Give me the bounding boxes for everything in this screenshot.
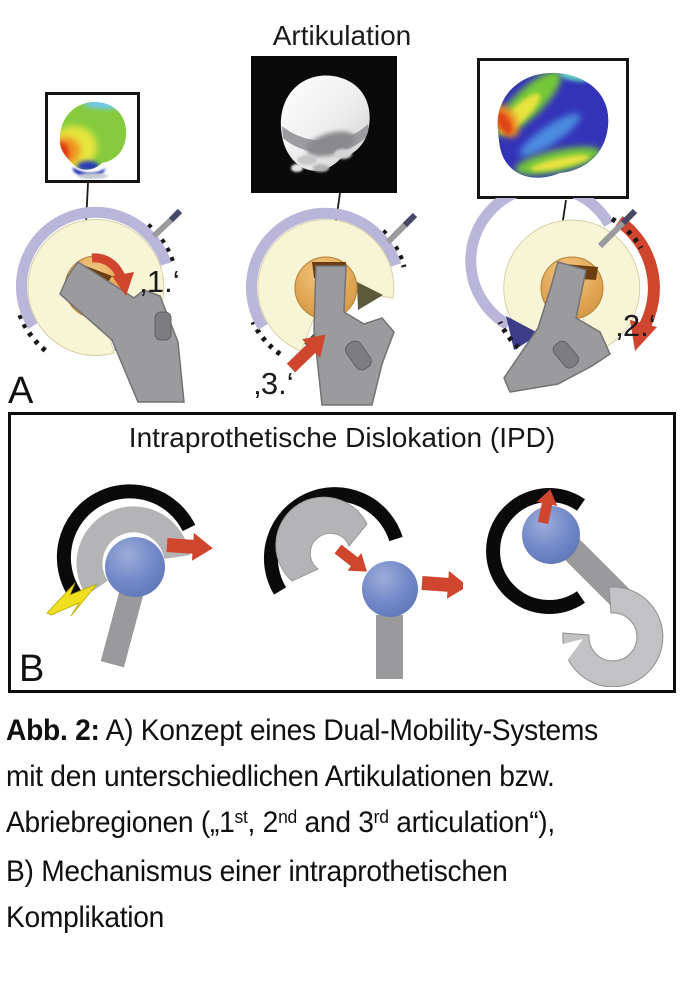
label-first-articulation: ‚1.‘	[140, 264, 180, 299]
figure-caption: Abb. 2: A) Konzept eines Dual-Mobility-S…	[6, 708, 684, 941]
contact-arrow-3rd	[286, 334, 326, 373]
head-ball	[362, 561, 418, 617]
rotation-arrowhead-1st	[112, 272, 134, 296]
acetabular-shell	[465, 198, 614, 330]
guide-pin	[385, 221, 409, 245]
cup-arc	[56, 484, 196, 598]
cup-thread-serration	[146, 223, 176, 264]
label-second-articulation: ‚2.‘	[616, 308, 656, 343]
femoral-stem	[59, 260, 185, 403]
wear-heatmap-2nd-inset	[477, 58, 629, 199]
caption-line-5: Komplikation	[6, 901, 165, 934]
push-arrow	[334, 544, 367, 572]
acetabular-shell	[15, 206, 172, 329]
dislocation-arrow	[421, 570, 463, 599]
liner-shell	[275, 496, 368, 582]
ipd-schematic-impingement	[46, 484, 213, 668]
femoral-stem	[503, 261, 611, 393]
rotation-arrowhead-2nd	[630, 320, 657, 351]
dislocation-arrow	[166, 532, 213, 561]
head-ball	[105, 537, 165, 597]
stem-screw	[154, 311, 172, 341]
cup-thread-serration	[610, 216, 644, 250]
caption-figure-label: Abb. 2:	[6, 714, 100, 747]
head-contact-arrow	[536, 489, 558, 525]
liner-notch	[559, 639, 583, 661]
guide-pin	[597, 219, 627, 249]
navy-gap-wedge	[506, 316, 540, 350]
ipd-schematic-head-escape	[263, 487, 463, 679]
wear-heatmap-2nd-image	[497, 72, 609, 178]
ipd-schematic-dissociated-liner	[486, 488, 664, 687]
caption-line-2: mit den unterschiedlichen Artikulationen…	[6, 760, 555, 793]
label-third-articulation: ‚3.‘	[254, 366, 294, 401]
caption-line-3: Abriebregionen („1st, 2nd and 3rd articu…	[6, 805, 555, 839]
femoral-stem	[313, 265, 395, 406]
cup-thread-serration	[250, 320, 282, 357]
stem-bar	[376, 615, 403, 679]
panel-a-title: Artikulation	[272, 20, 412, 51]
dual-mobility-diagram-2nd	[465, 198, 660, 393]
acetabular-shell	[245, 207, 402, 330]
capsule-wedge	[357, 282, 383, 310]
dual-mobility-diagram-3rd	[245, 207, 418, 406]
wear-heatmap-1st-inset	[45, 92, 140, 183]
guide-pin-tip	[402, 212, 418, 228]
caption-line-4: B) Mechanismus einer intraprothetischen	[6, 855, 508, 888]
guide-pin-tip	[620, 208, 638, 226]
cup-thread-serration	[381, 229, 407, 268]
stem-screw	[552, 340, 580, 369]
head-ball	[522, 506, 580, 564]
guide-pin	[151, 216, 175, 239]
dual-mobility-diagram-1st	[15, 206, 185, 403]
worn-liner-photo-inset	[251, 56, 397, 193]
cup-thread-serration	[17, 314, 48, 353]
impingement-flash-icon	[46, 582, 98, 617]
guide-pin-tip	[168, 208, 183, 223]
panel-b: Intraprothetische Dislokation (IPD)	[8, 412, 676, 693]
panel-b-title: Intraprothetische Dislokation (IPD)	[128, 422, 556, 453]
panel-a-letter: A	[8, 370, 34, 412]
liner-arc	[76, 506, 190, 596]
wear-heatmap-1st-image	[59, 101, 127, 179]
stem-bar	[100, 580, 146, 668]
panel-b-letter: B	[19, 648, 45, 690]
caption-line-1: Abb. 2: A) Konzept eines Dual-Mobility-S…	[6, 714, 598, 747]
stem-screw	[345, 340, 372, 371]
